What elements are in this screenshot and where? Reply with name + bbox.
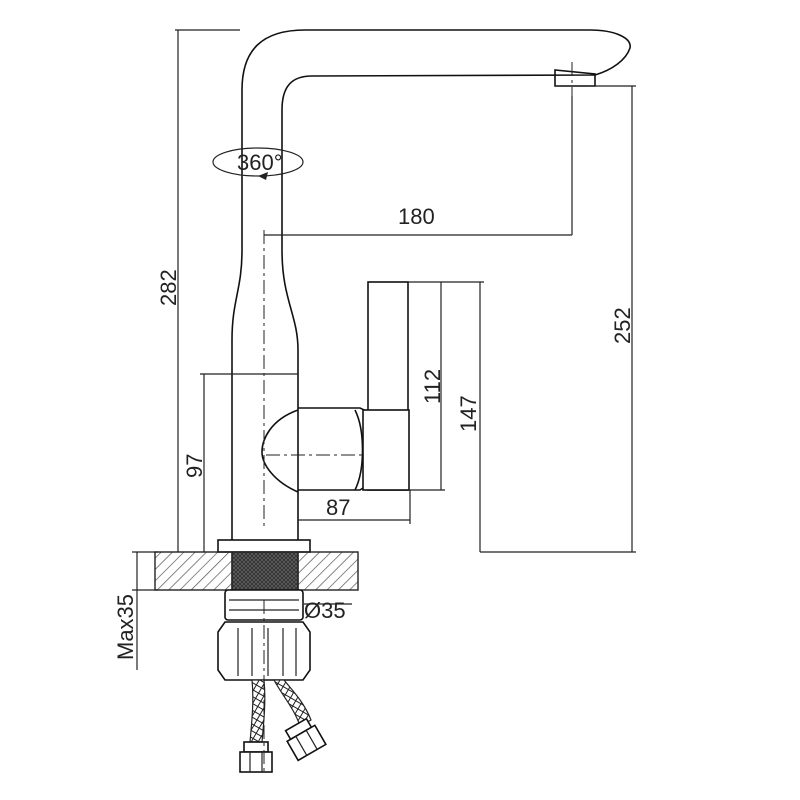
base-flange: [217, 539, 311, 553]
spout-height-label: 252: [610, 307, 635, 344]
cartridge-dome: [261, 409, 299, 493]
hose-left: [249, 679, 266, 743]
handle-height-label: 112: [420, 369, 445, 404]
total-height-label: 282: [156, 269, 181, 306]
max-thickness-label: Max35: [113, 594, 138, 660]
rotation-arrow-icon: [212, 147, 304, 180]
supply-hoses: [239, 679, 327, 773]
aerator: [554, 69, 596, 87]
handle-length-label: 87: [326, 495, 350, 520]
cartridge-ring: [354, 409, 364, 491]
spout-reach-label: 180: [398, 204, 435, 229]
countertop-section: [154, 551, 359, 591]
body-height-label: 97: [182, 454, 207, 478]
rotation-label: 360°: [237, 150, 283, 175]
dimension-lines: [132, 29, 636, 670]
lever-height-label: 147: [456, 395, 481, 432]
faucet-body: [217, 29, 631, 553]
spout-outline: [231, 29, 631, 549]
hose-right: [272, 679, 312, 727]
center-lines: [263, 62, 573, 775]
hole-diameter-label: Ø35: [304, 598, 346, 623]
